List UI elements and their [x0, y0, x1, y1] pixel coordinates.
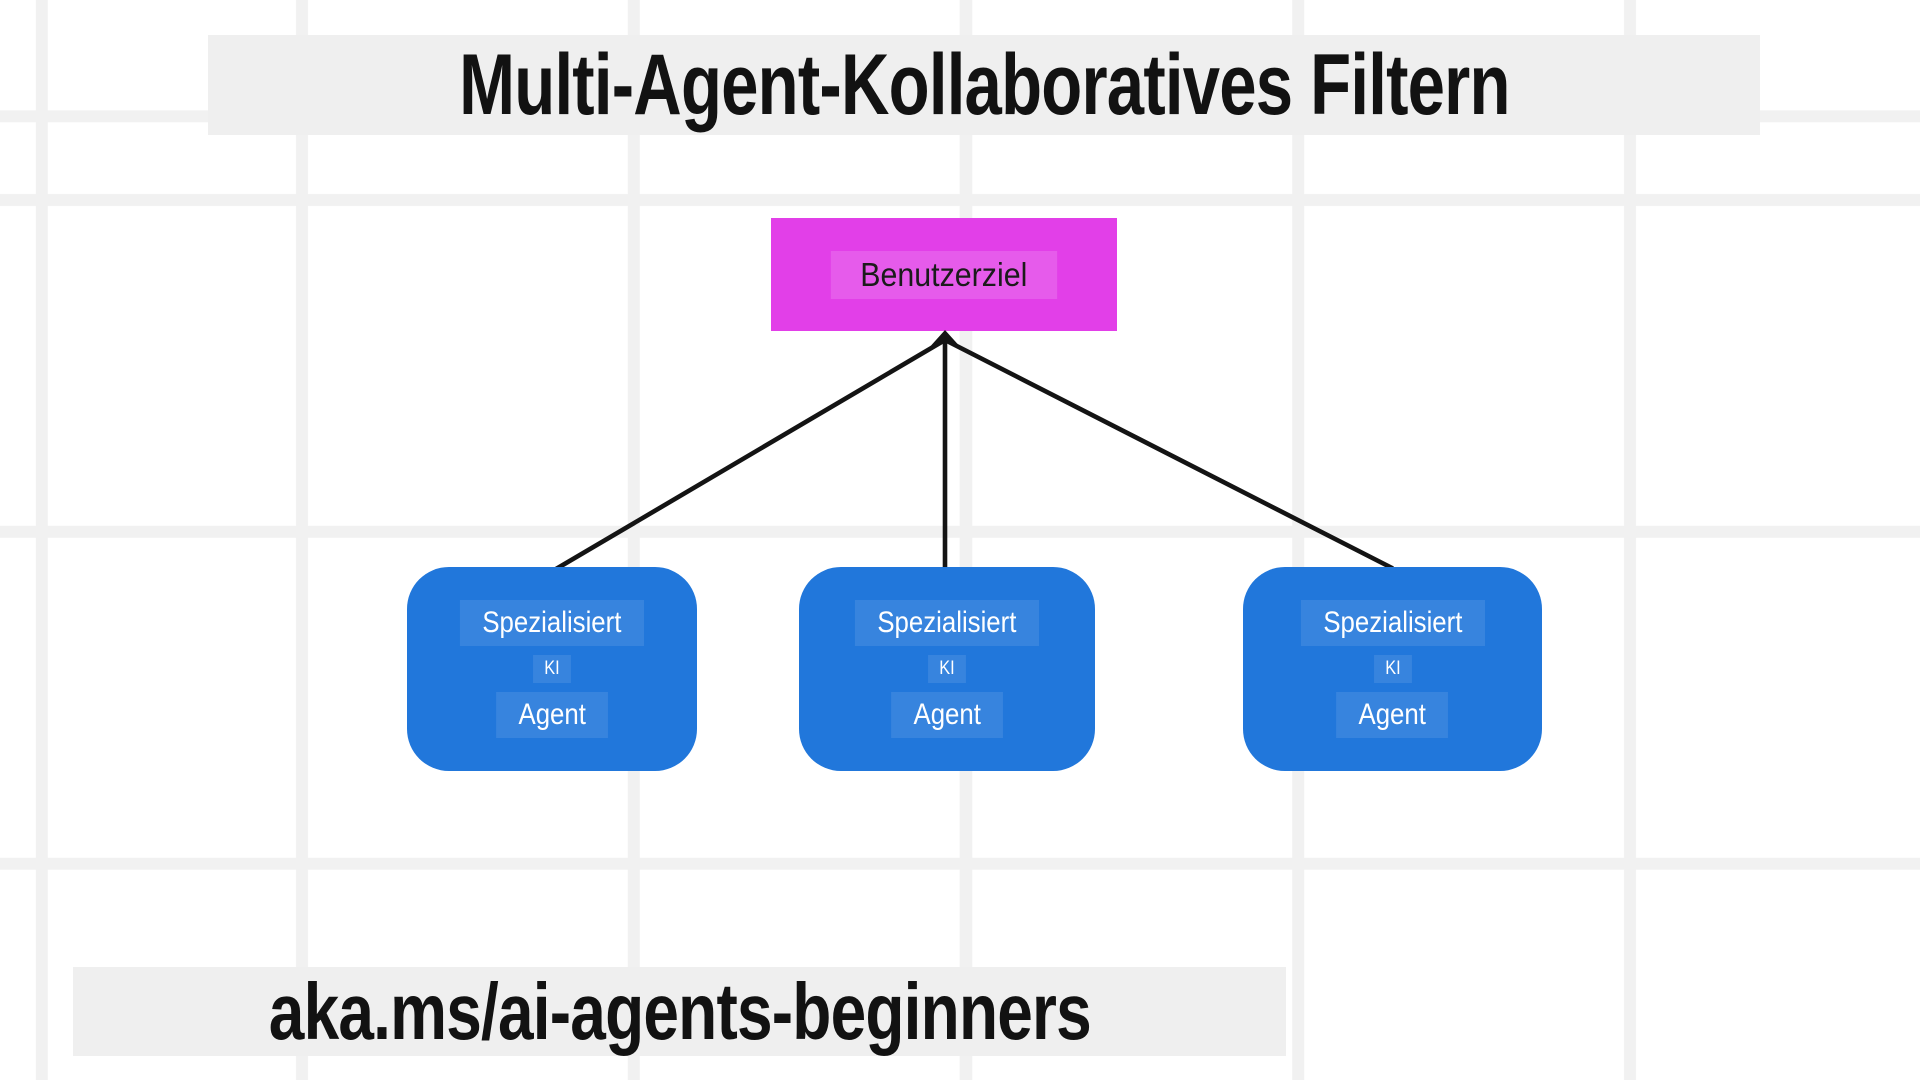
diagram-title: Multi-Agent-Kollaboratives Filtern — [458, 36, 1510, 133]
goal-node-label: Benutzerziel — [831, 250, 1057, 299]
arrowhead-icon — [927, 330, 963, 350]
agent-node-3: Spezialisiert KI Agent — [1243, 567, 1542, 771]
agent-node-1: Spezialisiert KI Agent — [407, 567, 697, 771]
agent-node-1-line-1: Spezialisiert — [460, 599, 644, 646]
agent-node-2-line-1: Spezialisiert — [855, 599, 1039, 646]
agent-node-2-line-3: Agent — [890, 692, 1004, 739]
footer-banner: aka.ms/ai-agents-beginners — [73, 967, 1286, 1056]
agent-node-1-line-2: KI — [533, 654, 571, 684]
agent-node-3-line-1: Spezialisiert — [1300, 599, 1485, 646]
agent-node-3-line-2: KI — [1373, 654, 1412, 684]
footer-link: aka.ms/ai-agents-beginners — [268, 966, 1091, 1056]
arrow-agent1-to-goal — [553, 337, 948, 572]
arrow-agent3-to-goal — [942, 337, 1395, 571]
agent-node-1-line-3: Agent — [495, 692, 609, 739]
agent-node-2-line-2: KI — [928, 654, 966, 684]
agent-node-2: Spezialisiert KI Agent — [799, 567, 1095, 771]
title-banner: Multi-Agent-Kollaboratives Filtern — [208, 35, 1760, 135]
goal-node: Benutzerziel — [771, 218, 1117, 331]
agent-node-3-line-3: Agent — [1336, 692, 1449, 739]
